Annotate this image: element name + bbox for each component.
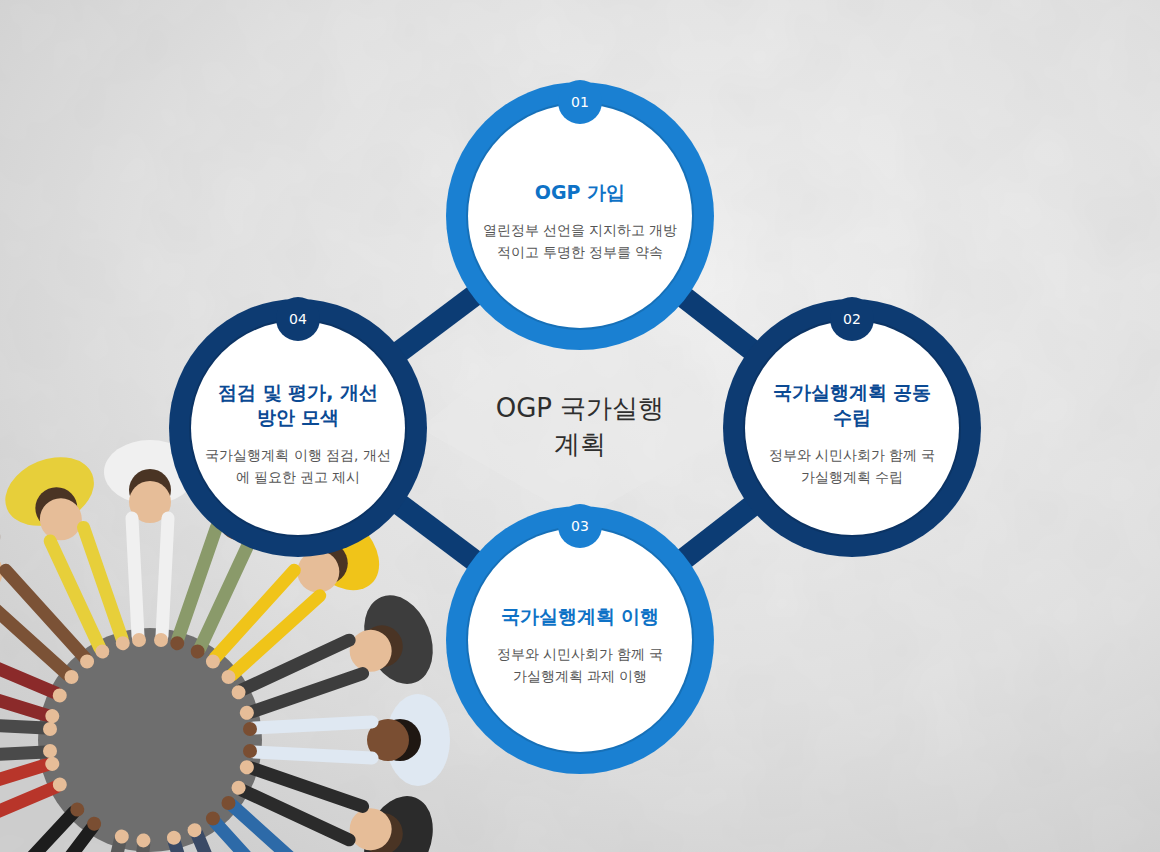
step-description: 국가실행계획 이행 점검, 개선에 필요한 권고 제시 bbox=[202, 444, 394, 489]
step-number: 03 bbox=[571, 519, 589, 533]
badge-holder: 01 bbox=[558, 80, 602, 124]
connector-bar bbox=[395, 501, 480, 565]
step-heading: 국가실행계획 공동 수립 bbox=[772, 380, 932, 431]
step-circle: 03 국가실행계획 이행정부와 시민사회가 함께 국가실행계획 과제 이행 bbox=[446, 506, 714, 774]
step-number: 04 bbox=[289, 312, 307, 326]
badge-holder: 03 bbox=[558, 504, 602, 548]
number-badge bbox=[558, 80, 602, 124]
number-badge bbox=[276, 297, 320, 341]
step-heading: 점검 및 평가, 개선방안 모색 bbox=[211, 380, 386, 431]
badge-holder: 04 bbox=[276, 297, 320, 341]
circle-outline bbox=[446, 506, 714, 774]
inner-shadow bbox=[189, 319, 407, 537]
text-holder: OGP 가입열린정부 선언을 지지하고 개방적이고 투명한 정부를 약속 bbox=[446, 180, 714, 263]
inner-disc bbox=[745, 321, 959, 535]
inner-disc bbox=[191, 321, 405, 535]
connector-bar bbox=[679, 293, 756, 353]
number-badge bbox=[558, 504, 602, 548]
step-number: 02 bbox=[843, 312, 861, 326]
text-holder: 점검 및 평가, 개선방안 모색국가실행계획 이행 점검, 개선에 필요한 권고… bbox=[169, 380, 427, 489]
number-badge bbox=[830, 297, 874, 341]
person-figure bbox=[0, 782, 125, 852]
step-circle: 04 점검 및 평가, 개선방안 모색국가실행계획 이행 점검, 개선에 필요한 … bbox=[169, 299, 427, 557]
text-holder: 국가실행계획 이행정부와 시민사회가 함께 국가실행계획 과제 이행 bbox=[446, 604, 714, 687]
inner-shadow bbox=[466, 102, 694, 330]
step-heading: OGP 가입 bbox=[535, 180, 625, 206]
step-description: 열린정부 선언을 지지하고 개방적이고 투명한 정부를 약속 bbox=[478, 219, 683, 264]
text-holder: 국가실행계획 공동 수립정부와 시민사회가 함께 국가실행계획 수립 bbox=[723, 380, 981, 489]
inner-shadow bbox=[466, 526, 694, 754]
person-figure bbox=[219, 732, 445, 852]
step-circle: 01OGP 가입열린정부 선언을 지지하고 개방적이고 투명한 정부를 약속 bbox=[446, 82, 714, 350]
center-title: OGP 국가실행계획 bbox=[495, 390, 665, 463]
step-description: 정부와 시민사회가 함께 국가실행계획 수립 bbox=[763, 444, 941, 489]
connector-bar bbox=[395, 292, 480, 356]
inner-disc bbox=[468, 104, 692, 328]
step-number: 01 bbox=[571, 95, 589, 109]
inner-shadow bbox=[743, 319, 961, 537]
circle-outline bbox=[446, 82, 714, 350]
step-description: 정부와 시민사회가 함께 국가실행계획 과제 이행 bbox=[491, 643, 669, 688]
person-figure bbox=[0, 694, 57, 786]
step-heading: 국가실행계획 이행 bbox=[501, 604, 660, 630]
step-circle: 02 국가실행계획 공동 수립정부와 시민사회가 함께 국가실행계획 수립 bbox=[723, 299, 981, 557]
badge-holder: 02 bbox=[830, 297, 874, 341]
connector-bar bbox=[679, 502, 756, 562]
person-figure bbox=[183, 773, 394, 852]
inner-disc bbox=[468, 528, 692, 752]
person-figure bbox=[139, 812, 296, 852]
